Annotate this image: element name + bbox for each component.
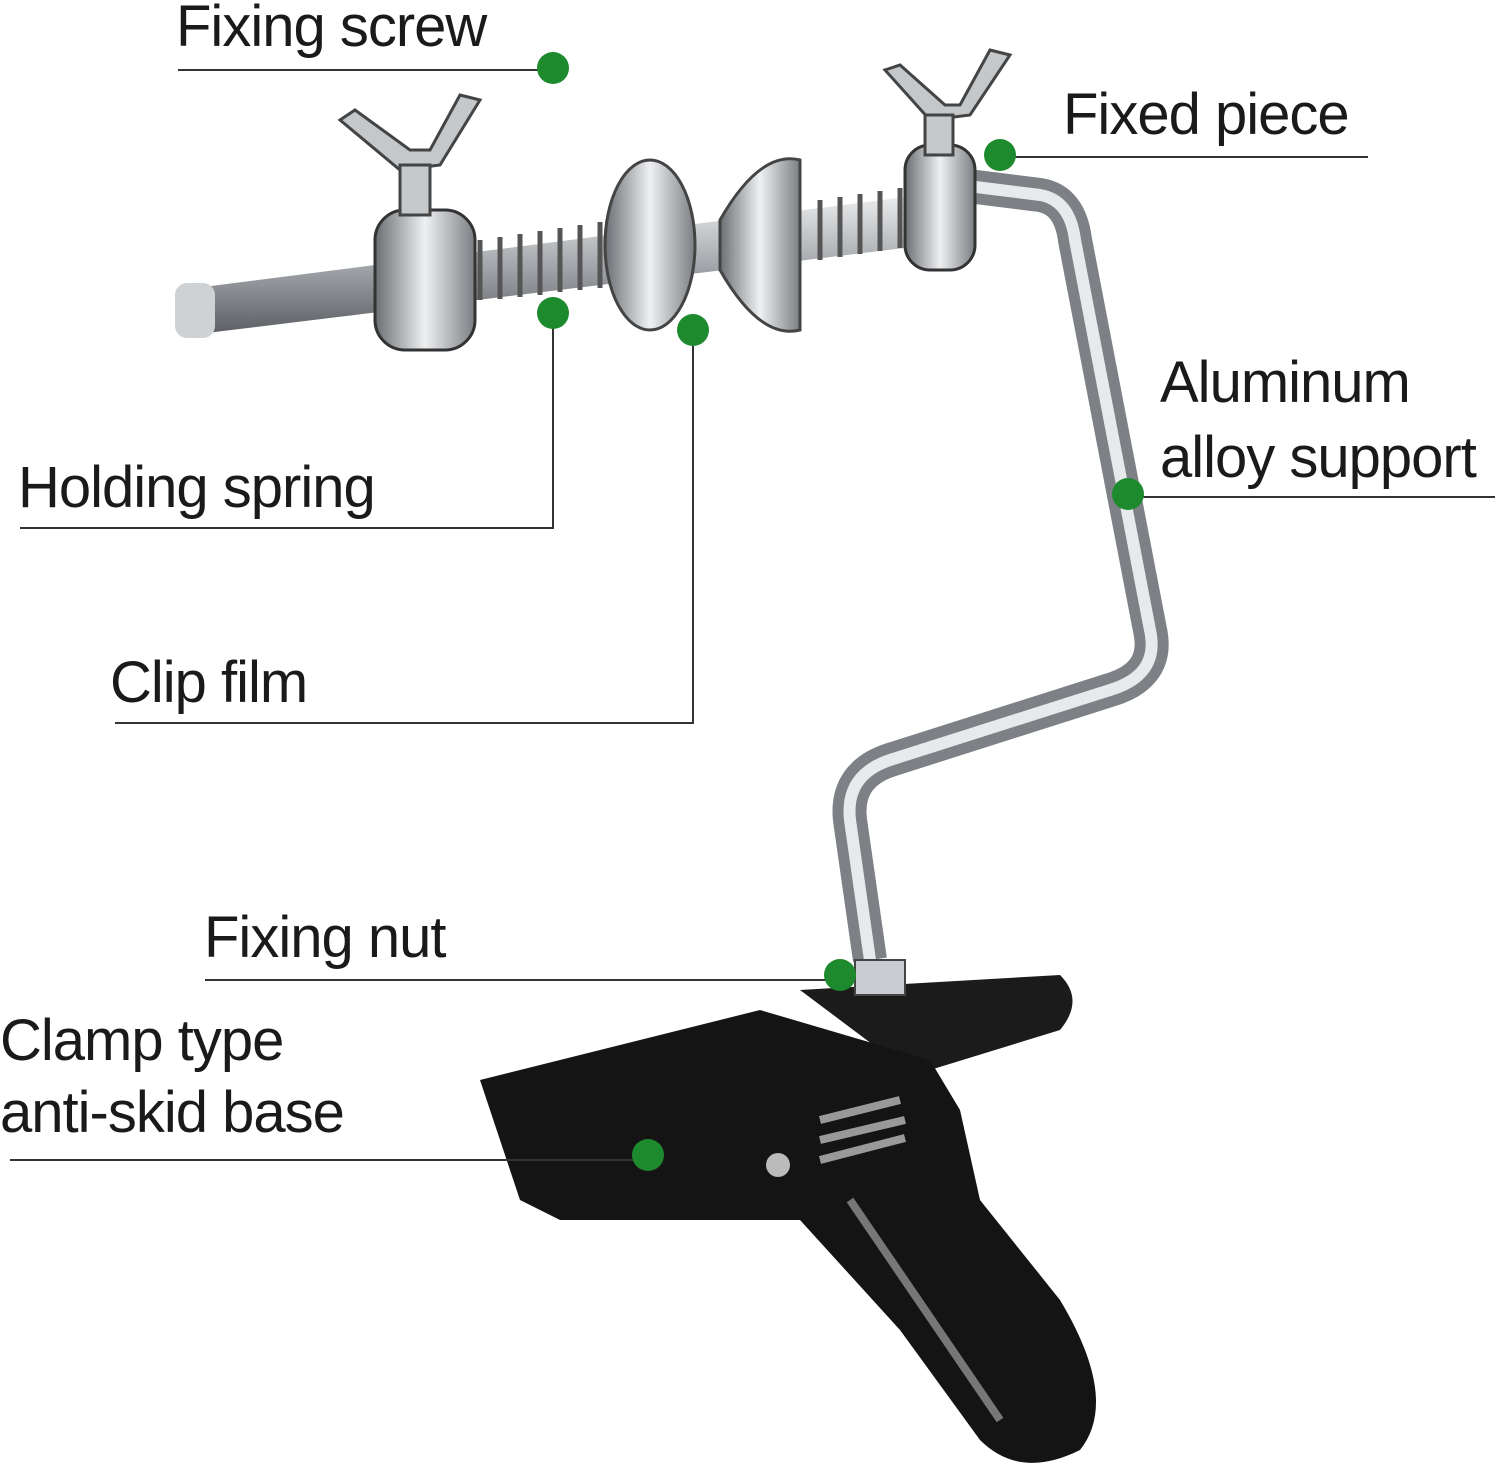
- left-collar: [373, 208, 477, 352]
- fixed-piece-collar: [903, 143, 977, 272]
- label-aluminum-line2: alloy support: [1160, 425, 1477, 490]
- leader-holding-spring: [20, 313, 554, 529]
- label-clamp-line1: Clamp type: [0, 1008, 284, 1073]
- clip-film-cone: [718, 157, 802, 333]
- label-fixing-nut: Fixing nut: [204, 905, 446, 970]
- marker-holding-spring: [537, 297, 569, 329]
- marker-clamp-base: [632, 1139, 664, 1171]
- label-fixed-piece: Fixed piece: [1063, 82, 1350, 147]
- label-clip-film: Clip film: [110, 650, 308, 715]
- shaft: [175, 190, 970, 338]
- leader-clip-film: [115, 330, 694, 724]
- clip-film-disc: [603, 158, 697, 332]
- leader-lines: [10, 69, 1495, 1161]
- marker-fixing-nut: [824, 959, 856, 991]
- marker-fixing-screw: [537, 52, 569, 84]
- label-fixing-screw: Fixing screw: [176, 0, 487, 59]
- marker-fixed-piece: [984, 139, 1016, 171]
- label-clamp-line2: anti-skid base: [0, 1080, 345, 1145]
- marker-clip-film: [677, 314, 709, 346]
- label-holding-spring: Holding spring: [18, 455, 376, 520]
- label-aluminum-line1: Aluminum: [1160, 350, 1411, 415]
- wing-nut-icon: [337, 48, 1013, 217]
- aluminum-support: [832, 168, 1169, 963]
- marker-aluminum-support: [1112, 478, 1144, 510]
- clamp-base: [480, 959, 1096, 1463]
- holding-spring: [477, 185, 923, 300]
